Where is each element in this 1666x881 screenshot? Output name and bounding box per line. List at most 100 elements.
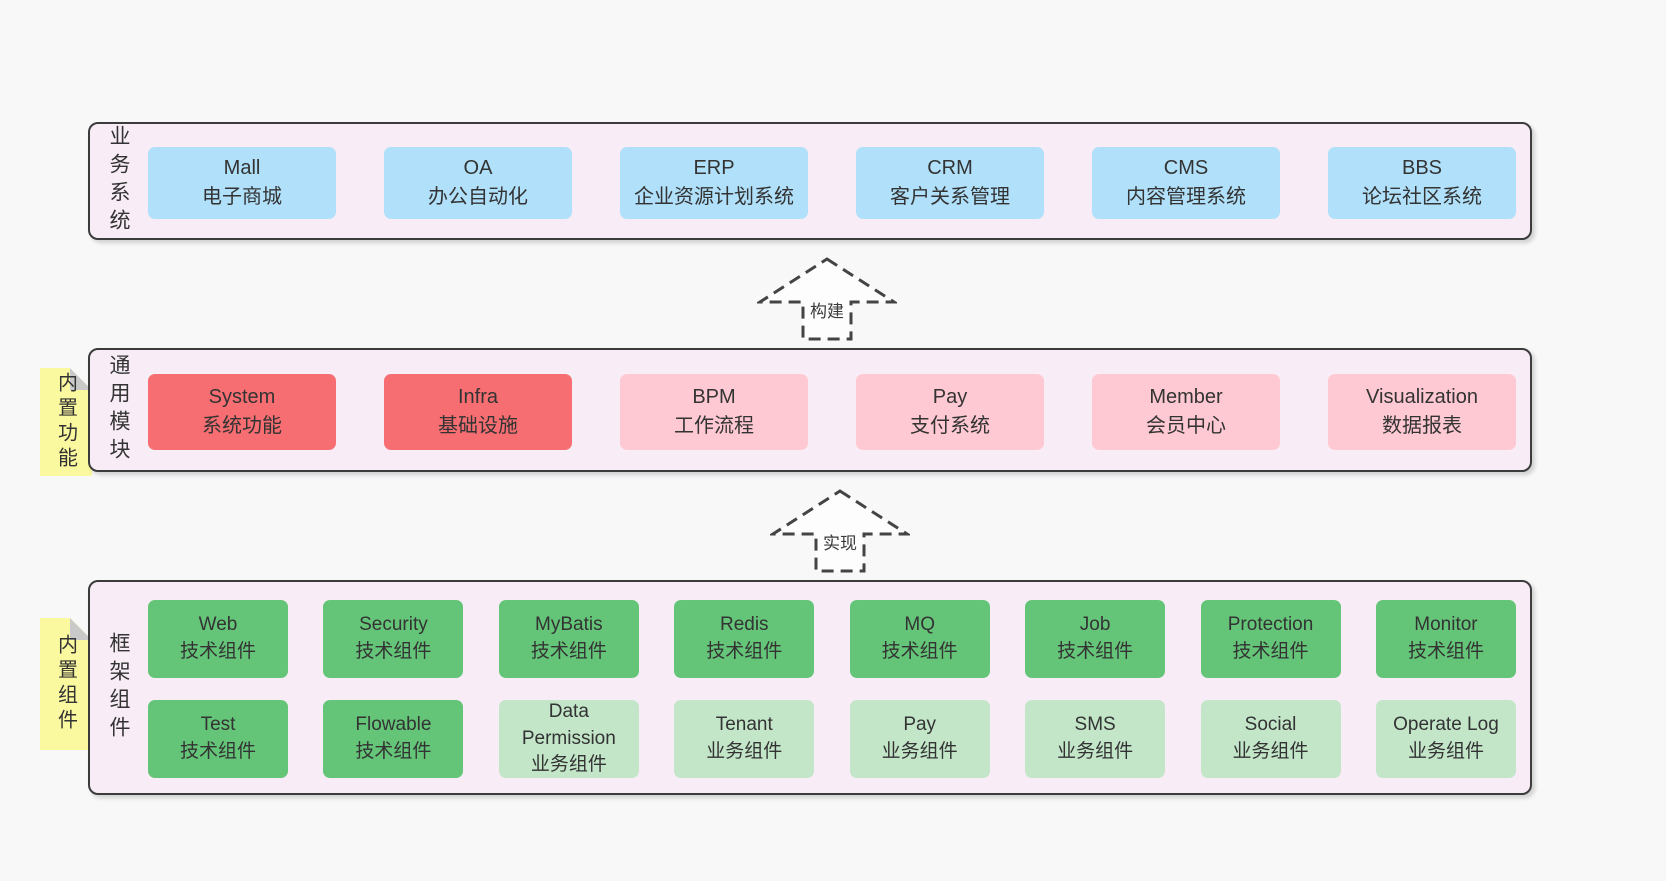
box-member: Member 会员中心 (1092, 374, 1280, 450)
box-subtitle: 技术组件 (355, 641, 432, 662)
box-title: CMS (1163, 157, 1209, 179)
box-subtitle: 业务组件 (1232, 741, 1309, 762)
box-title: BBS (1401, 157, 1443, 179)
box-subtitle: 技术组件 (1057, 641, 1134, 662)
box-data-permission: Data Permission 业务组件 (498, 700, 639, 778)
box-title: Protection (1227, 614, 1314, 636)
box-subtitle: 系统功能 (202, 415, 282, 437)
sticky-note-builtin-components: 内置组件 (40, 618, 92, 750)
box-flowable: Flowable 技术组件 (323, 700, 464, 778)
box-bbs: BBS 论坛社区系统 (1328, 147, 1516, 219)
arrow-implement: 实现 (770, 488, 910, 574)
box-subtitle: 技术组件 (706, 641, 783, 662)
box-title: CRM (927, 157, 973, 179)
box-title: Member (1149, 386, 1223, 408)
box-infra: Infra 基础设施 (384, 374, 572, 450)
framework-components-row-2: Test 技术组件 Flowable 技术组件 Data Permission … (148, 700, 1516, 778)
box-visualization: Visualization 数据报表 (1328, 374, 1516, 450)
arrow-label: 实现 (820, 528, 860, 555)
box-title: Test (200, 714, 236, 736)
box-subtitle: 技术组件 (881, 641, 958, 662)
box-job: Job 技术组件 (1025, 600, 1166, 678)
box-title: Social (1244, 714, 1297, 736)
section-label-business-systems: 业务系统 (107, 125, 130, 237)
box-subtitle: 内容管理系统 (1126, 186, 1246, 208)
box-test: Test 技术组件 (148, 700, 288, 778)
box-subtitle: 电子商城 (202, 186, 282, 208)
panel-business-systems: 业务系统 Mall 电子商城 OA 办公自动化 ERP 企业资源计划系统 CRM… (88, 122, 1532, 240)
box-subtitle: 论坛社区系统 (1362, 186, 1482, 208)
box-title: Tenant (715, 714, 773, 736)
box-crm: CRM 客户关系管理 (856, 147, 1044, 219)
box-title: Redis (719, 614, 769, 636)
box-mybatis: MyBatis 技术组件 (498, 600, 639, 678)
box-subtitle: 技术组件 (530, 641, 607, 662)
box-title: Data Permission (521, 701, 616, 749)
section-label-common-modules: 通用模块 (107, 354, 130, 466)
box-title: Web (198, 614, 238, 636)
sticky-note-builtin-features: 内置功能 (40, 368, 92, 476)
common-modules-row: System 系统功能 Infra 基础设施 BPM 工作流程 Pay 支付系统… (148, 374, 1516, 450)
box-subtitle: 企业资源计划系统 (634, 186, 794, 208)
box-tenant: Tenant 业务组件 (674, 700, 815, 778)
box-subtitle: 业务组件 (1407, 741, 1484, 762)
box-system: System 系统功能 (148, 374, 336, 450)
box-bpm: BPM 工作流程 (620, 374, 808, 450)
arrow-label: 构建 (807, 296, 847, 323)
box-erp: ERP 企业资源计划系统 (620, 147, 808, 219)
box-subtitle: 工作流程 (674, 415, 754, 437)
panel-framework-components: 框架组件 Web 技术组件 Security 技术组件 MyBatis 技术组件… (88, 580, 1532, 795)
box-pay-system: Pay 支付系统 (856, 374, 1044, 450)
box-title: Mall (223, 157, 261, 179)
box-operate-log: Operate Log 业务组件 (1375, 700, 1516, 778)
box-subtitle: 技术组件 (179, 641, 256, 662)
framework-components-row-1: Web 技术组件 Security 技术组件 MyBatis 技术组件 Redi… (148, 600, 1516, 678)
box-security: Security 技术组件 (323, 600, 464, 678)
box-subtitle: 技术组件 (355, 741, 432, 762)
box-title: Pay (903, 714, 937, 736)
box-title: Operate Log (1393, 714, 1499, 736)
box-sms: SMS 业务组件 (1025, 700, 1166, 778)
box-title: ERP (693, 157, 735, 179)
box-subtitle: 支付系统 (910, 415, 990, 437)
box-title: Security (359, 614, 428, 636)
sticky-note-label: 内置功能 (54, 372, 77, 472)
box-subtitle: 技术组件 (1232, 641, 1309, 662)
box-title: SMS (1074, 714, 1116, 736)
arrow-build: 构建 (757, 256, 897, 342)
box-monitor: Monitor 技术组件 (1375, 600, 1516, 678)
box-oa: OA 办公自动化 (384, 147, 572, 219)
box-title: BPM (692, 386, 736, 408)
box-title: Infra (457, 386, 499, 408)
section-label-framework-components: 框架组件 (107, 631, 130, 744)
business-systems-row: Mall 电子商城 OA 办公自动化 ERP 企业资源计划系统 CRM 客户关系… (148, 147, 1516, 219)
box-subtitle: 技术组件 (179, 741, 256, 762)
panel-common-modules: 通用模块 System 系统功能 Infra 基础设施 BPM 工作流程 Pay… (88, 348, 1532, 472)
box-title: Monitor (1414, 614, 1478, 636)
box-title: MQ (904, 614, 935, 636)
box-title: Flowable (355, 714, 432, 736)
box-subtitle: 技术组件 (1407, 641, 1484, 662)
box-title: MyBatis (535, 614, 603, 636)
box-web: Web 技术组件 (148, 600, 288, 678)
box-title: Job (1079, 614, 1111, 636)
box-subtitle: 业务组件 (530, 754, 607, 776)
box-pay-component: Pay 业务组件 (849, 700, 990, 778)
box-title: System (208, 386, 276, 408)
box-mall: Mall 电子商城 (148, 147, 336, 219)
box-subtitle: 数据报表 (1382, 415, 1462, 437)
box-title: Pay (932, 386, 968, 408)
box-social: Social 业务组件 (1200, 700, 1341, 778)
sticky-note-label: 内置组件 (54, 634, 77, 734)
box-cms: CMS 内容管理系统 (1092, 147, 1280, 219)
box-subtitle: 办公自动化 (428, 186, 528, 208)
box-protection: Protection 技术组件 (1200, 600, 1341, 678)
box-mq: MQ 技术组件 (849, 600, 990, 678)
box-subtitle: 业务组件 (881, 741, 958, 762)
box-redis: Redis 技术组件 (674, 600, 815, 678)
box-subtitle: 业务组件 (1057, 741, 1134, 762)
box-title: OA (463, 157, 493, 179)
box-subtitle: 业务组件 (706, 741, 783, 762)
box-subtitle: 客户关系管理 (890, 186, 1010, 208)
